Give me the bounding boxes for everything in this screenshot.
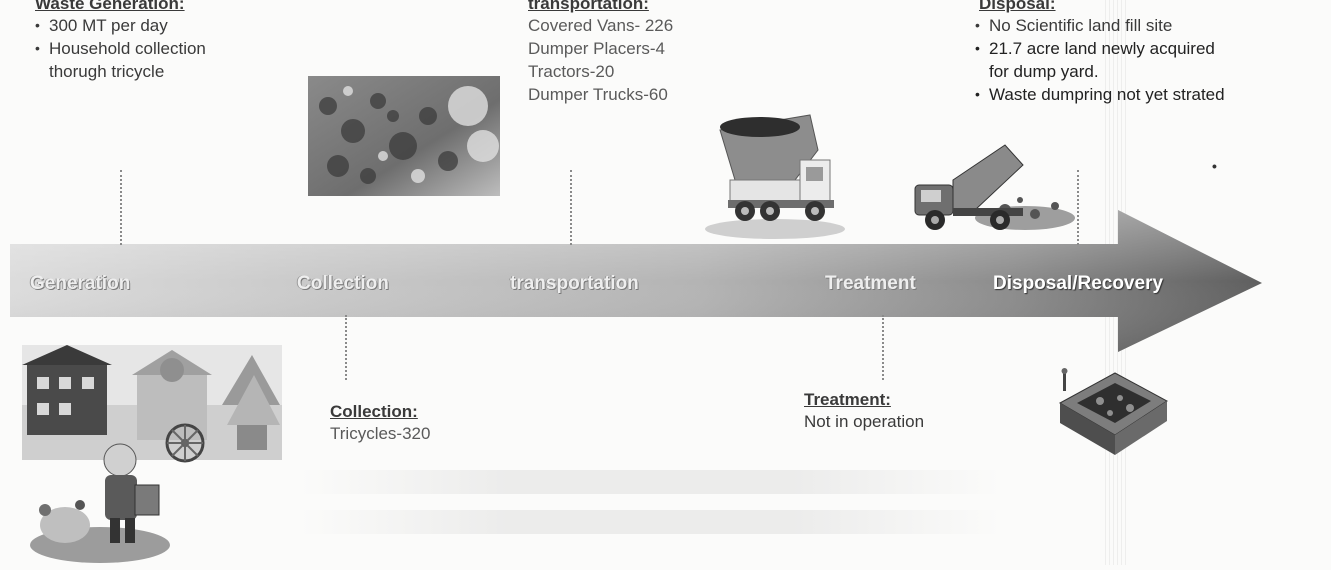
connector-generation: [120, 170, 122, 245]
houses-illustration-icon: [22, 345, 282, 460]
disposal-info-block: Disposal: No Scientific land fill site 2…: [975, 0, 1225, 106]
landfill-icon: [1055, 363, 1170, 463]
waste-collector-icon: [25, 430, 175, 565]
stage-label-transportation: transportation: [510, 273, 639, 294]
treatment-info-block: Treatment: Not in operation: [804, 390, 924, 433]
dump-truck-icon: [700, 105, 845, 240]
connector-disposal: [1077, 170, 1079, 245]
generation-bullets: 300 MT per day Household collection thor…: [35, 14, 206, 83]
collector-wheel-icon: [160, 418, 210, 468]
process-arrow: [0, 180, 1270, 360]
background-faint-line: [300, 470, 1000, 494]
transportation-heading: transportation:: [528, 0, 649, 13]
transportation-line: Covered Vans- 226: [528, 16, 674, 35]
generation-heading: Waste Generation:: [35, 0, 185, 13]
background-faint-line: [300, 510, 1000, 534]
connector-treatment: [882, 315, 884, 380]
disposal-bullet-continuation: for dump yard.: [989, 62, 1099, 81]
waste-pile-photo-icon: [308, 76, 500, 196]
collection-heading: Collection:: [330, 402, 418, 421]
disposal-bullet: Waste dumpring not yet strated: [975, 83, 1225, 106]
disposal-bullets: No Scientific land fill site 21.7 acre l…: [975, 14, 1225, 106]
collection-line: Tricycles-320: [330, 424, 431, 443]
disposal-bullet: No Scientific land fill site: [975, 14, 1225, 37]
transportation-line: Tractors-20: [528, 62, 615, 81]
generation-bullet: Household collection: [35, 37, 206, 60]
stage-label-collection: Collection: [297, 273, 389, 294]
disposal-heading: Disposal:: [979, 0, 1056, 13]
treatment-heading: Treatment:: [804, 390, 891, 409]
treatment-line: Not in operation: [804, 412, 925, 431]
transportation-info-block: transportation: Covered Vans- 226 Dumper…: [528, 0, 673, 106]
stage-label-generation: Generation: [30, 273, 131, 294]
generation-bullet-continuation: thorugh tricycle: [49, 62, 165, 81]
stray-mark: •: [1212, 158, 1217, 174]
transportation-line: Dumper Trucks-60: [528, 85, 668, 104]
stage-label-treatment: Treatment: [825, 273, 916, 294]
connector-collection: [345, 315, 347, 380]
tipper-truck-icon: [905, 140, 1075, 235]
generation-info-block: Waste Generation: 300 MT per day Househo…: [35, 0, 206, 83]
disposal-bullet: 21.7 acre land newly acquired: [975, 37, 1225, 60]
stage-label-disposal-recovery: Disposal/Recovery: [993, 273, 1164, 294]
transportation-line: Dumper Placers-4: [528, 39, 665, 58]
generation-bullet: 300 MT per day: [35, 14, 206, 37]
connector-transportation: [570, 170, 572, 245]
collection-info-block: Collection: Tricycles-320: [330, 402, 430, 445]
